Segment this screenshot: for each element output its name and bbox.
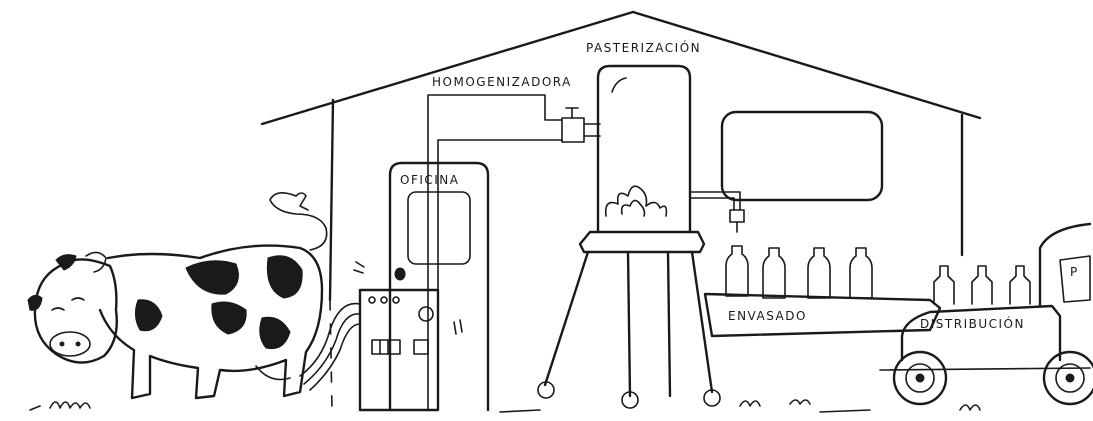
truck-bottle bbox=[1010, 266, 1030, 304]
cow bbox=[28, 193, 327, 398]
cow-spot bbox=[212, 302, 246, 334]
label-distribution: DISTRIBUCIÓN bbox=[920, 316, 1025, 331]
ground bbox=[30, 400, 980, 412]
machine-dial bbox=[419, 307, 433, 321]
delivery-truck: P bbox=[880, 224, 1093, 404]
homogenizer-valve bbox=[562, 118, 584, 142]
truck-bottle bbox=[934, 266, 954, 304]
office-door bbox=[354, 163, 488, 410]
bottle bbox=[726, 246, 748, 296]
label-office: OFICINA bbox=[400, 173, 460, 187]
truck-bottle bbox=[972, 266, 992, 304]
label-bottling: ENVASADO bbox=[728, 309, 807, 323]
machine-panel bbox=[372, 340, 400, 354]
bottling-nozzle bbox=[730, 210, 744, 222]
cow-spot bbox=[260, 317, 290, 348]
bottle bbox=[808, 248, 830, 298]
building-window bbox=[722, 112, 882, 200]
door-knob bbox=[395, 268, 405, 280]
truck-mark: P bbox=[1070, 265, 1079, 279]
label-pasteurization: PASTERIZACIÓN bbox=[586, 40, 701, 55]
cow-snout bbox=[50, 332, 90, 356]
milking-machine bbox=[300, 290, 462, 410]
label-homogenizer: HOMOGENIZADORA bbox=[432, 75, 572, 89]
office-door-window bbox=[408, 192, 470, 264]
cow-spot bbox=[186, 261, 238, 294]
cow-spot bbox=[267, 256, 302, 298]
bottle bbox=[763, 248, 785, 298]
cow-head bbox=[35, 259, 117, 362]
homogenizer-pipes bbox=[428, 95, 600, 410]
truck-window bbox=[1060, 256, 1090, 302]
bottles bbox=[726, 246, 872, 298]
bottle bbox=[850, 248, 872, 298]
cow-spot bbox=[135, 300, 162, 331]
cow-ear bbox=[28, 295, 42, 310]
